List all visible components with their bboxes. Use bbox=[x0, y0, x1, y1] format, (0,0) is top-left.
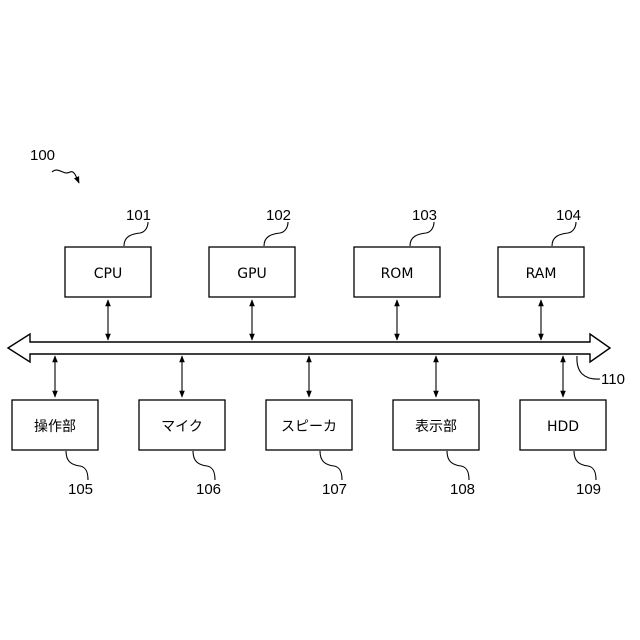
block-operation-unit-ref: 105 bbox=[68, 481, 93, 498]
block-ram-ref-leader bbox=[552, 222, 576, 246]
block-speaker-label: スピーカ bbox=[281, 419, 337, 435]
bus-ref-label: 110 bbox=[601, 371, 625, 388]
block-ram-label: RAM bbox=[526, 266, 557, 282]
block-microphone: マイク 106 bbox=[139, 356, 225, 498]
block-ram-ref: 104 bbox=[556, 207, 581, 224]
block-cpu-label: CPU bbox=[94, 266, 122, 282]
block-gpu: GPU 102 bbox=[209, 207, 295, 340]
block-rom: ROM 103 bbox=[354, 207, 440, 340]
block-hdd-label: HDD bbox=[547, 419, 579, 435]
block-microphone-label: マイク bbox=[161, 419, 203, 435]
block-ram: RAM 104 bbox=[498, 207, 584, 340]
block-hdd-ref: 109 bbox=[576, 481, 601, 498]
system-ref-label: 100 bbox=[30, 147, 55, 164]
block-hdd: HDD 109 bbox=[520, 356, 606, 498]
block-display-unit-ref: 108 bbox=[450, 481, 475, 498]
bus-ref-leader bbox=[577, 356, 600, 379]
block-cpu-ref: 101 bbox=[126, 207, 151, 224]
block-display-unit-ref-leader bbox=[447, 451, 469, 480]
block-microphone-ref-leader bbox=[193, 451, 215, 480]
block-speaker: スピーカ 107 bbox=[266, 356, 352, 498]
block-gpu-ref: 102 bbox=[266, 207, 291, 224]
system-ref-leader bbox=[52, 170, 79, 183]
block-operation-unit-ref-leader bbox=[66, 451, 88, 480]
block-rom-label: ROM bbox=[381, 266, 414, 282]
block-rom-ref: 103 bbox=[412, 207, 437, 224]
block-microphone-ref: 106 bbox=[196, 481, 221, 498]
block-operation-unit-label: 操作部 bbox=[34, 419, 76, 435]
block-cpu: CPU 101 bbox=[65, 207, 151, 340]
block-operation-unit: 操作部 105 bbox=[12, 356, 98, 498]
block-hdd-ref-leader bbox=[574, 451, 596, 480]
block-display-unit-label: 表示部 bbox=[415, 419, 457, 435]
block-display-unit: 表示部 108 bbox=[393, 356, 479, 498]
block-cpu-ref-leader bbox=[124, 222, 148, 246]
block-rom-ref-leader bbox=[410, 222, 434, 246]
block-speaker-ref: 107 bbox=[322, 481, 347, 498]
block-gpu-ref-leader bbox=[264, 222, 288, 246]
block-gpu-label: GPU bbox=[237, 266, 267, 282]
block-speaker-ref-leader bbox=[320, 451, 342, 480]
